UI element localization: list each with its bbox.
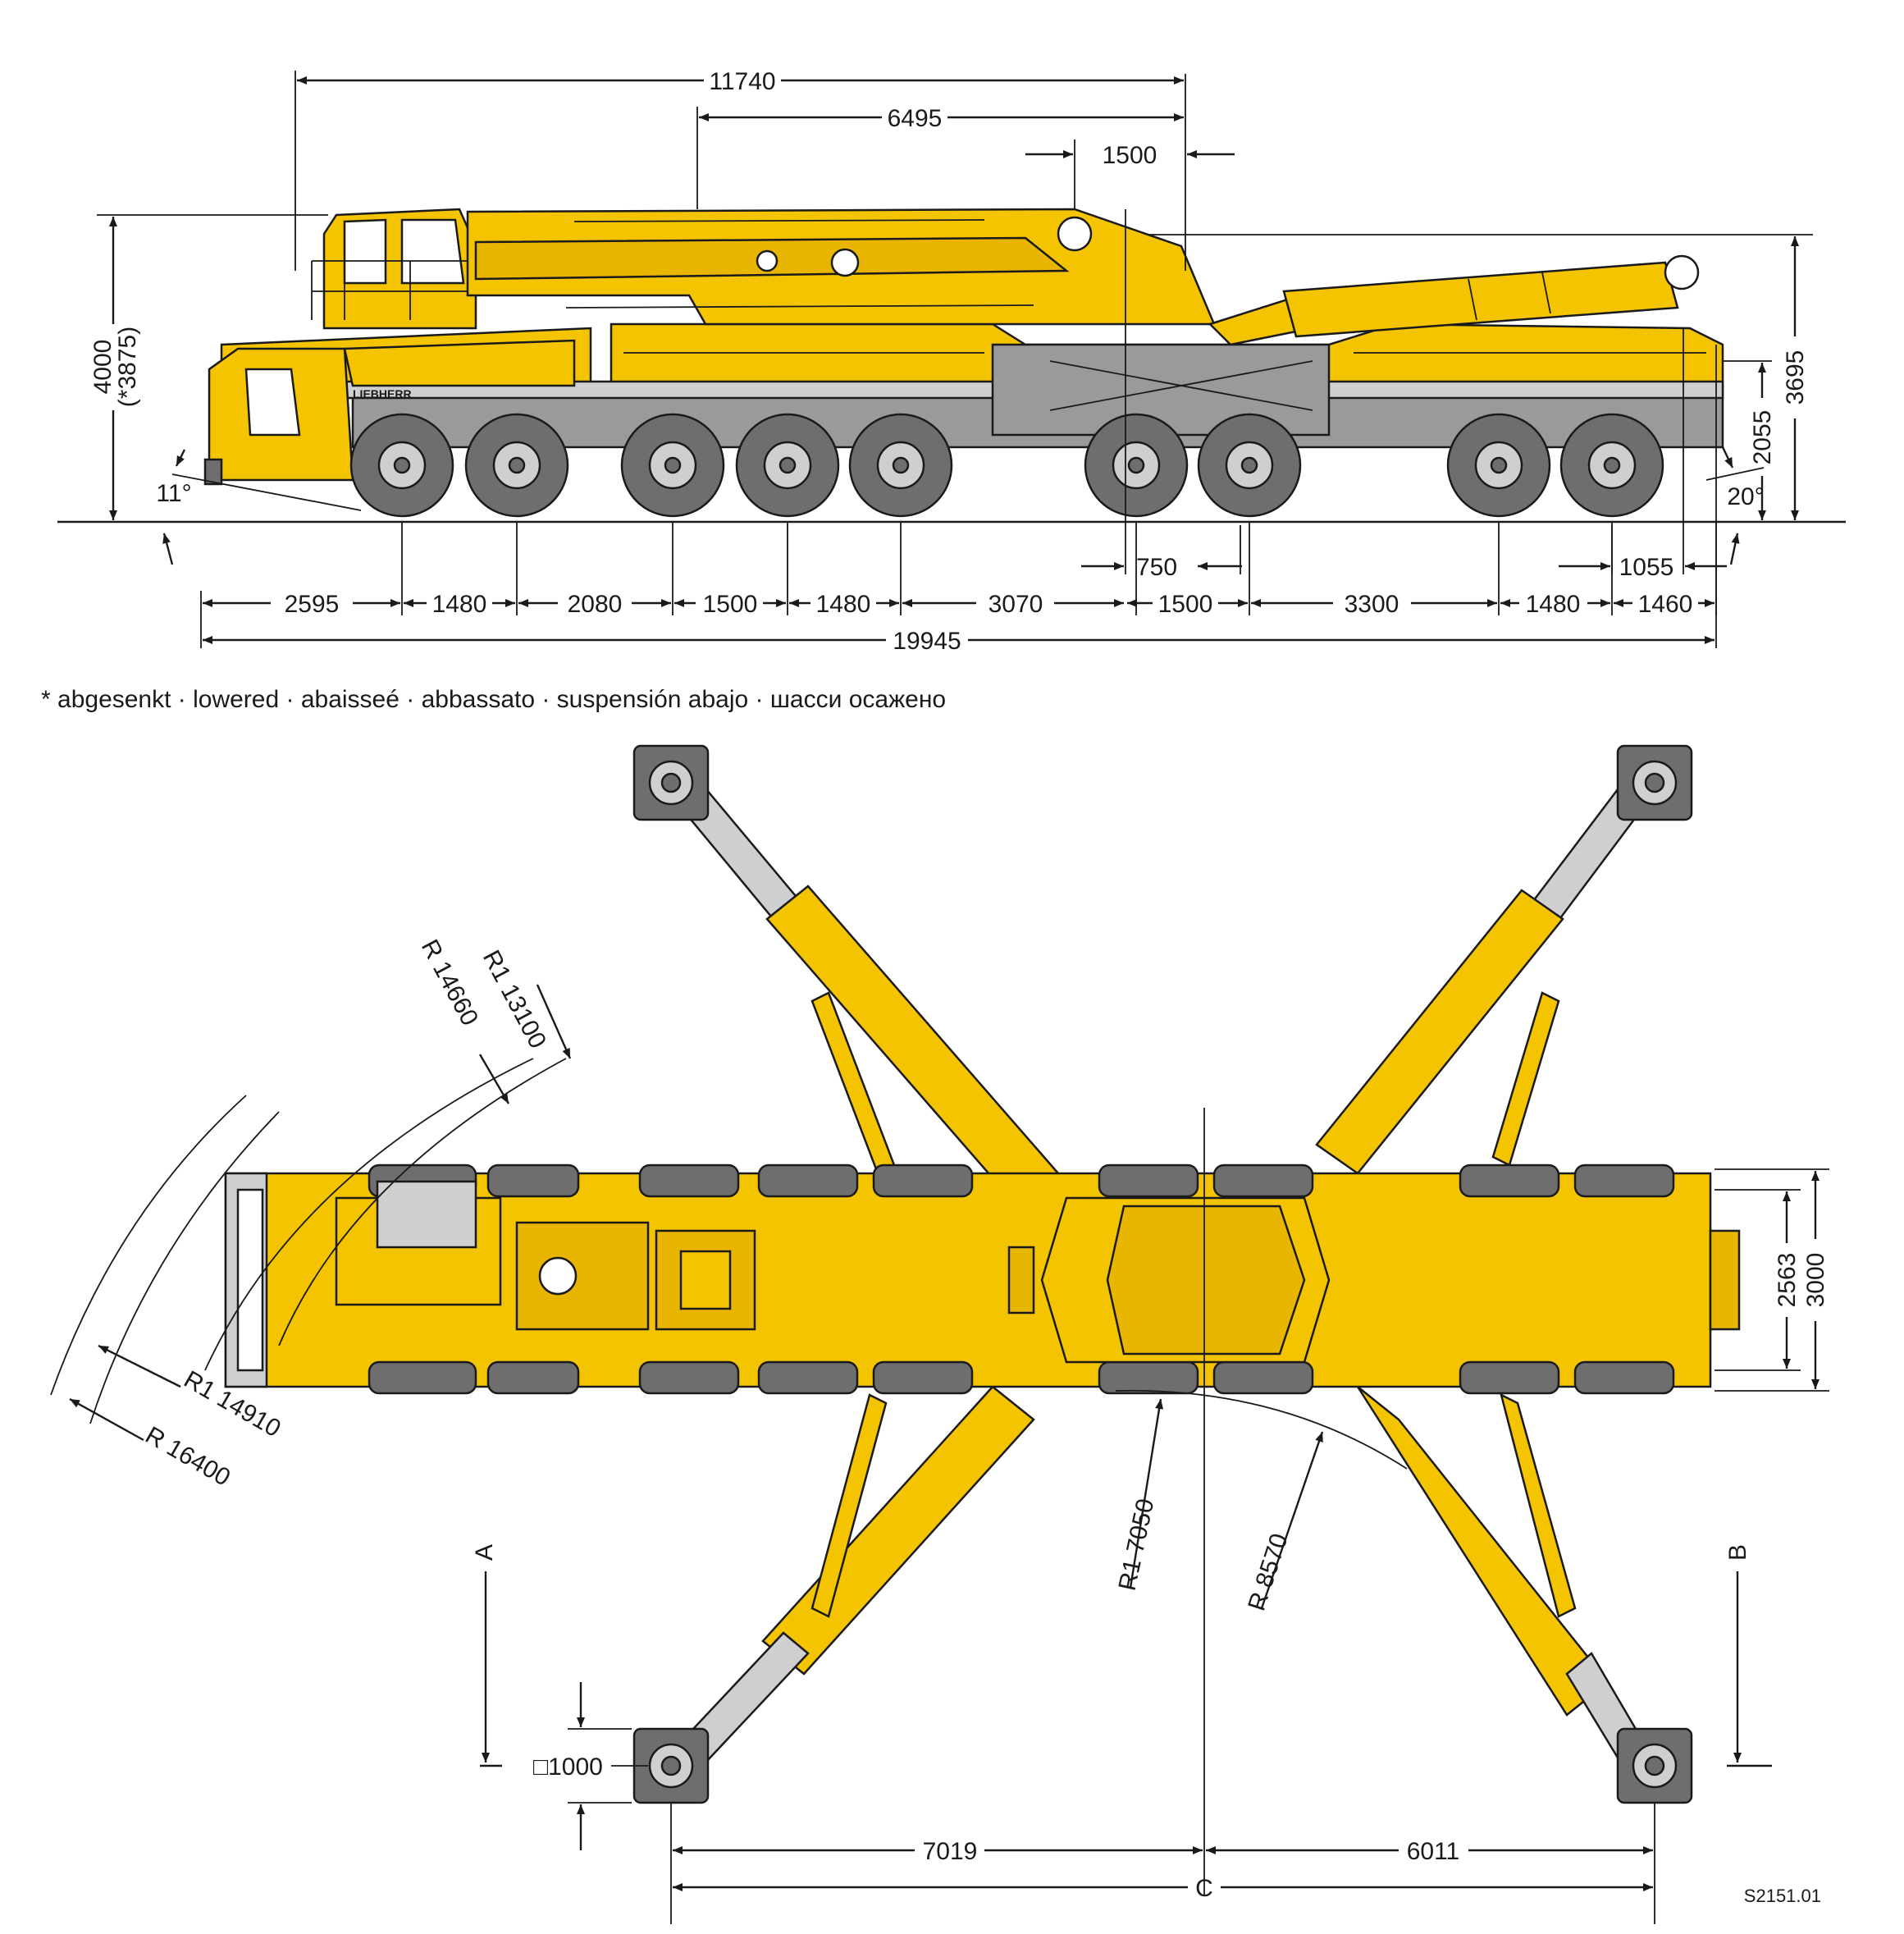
departure-angle-label: 20° bbox=[1727, 483, 1764, 510]
section-label-b: B bbox=[1724, 1544, 1751, 1561]
dim-label: 1055 bbox=[1619, 554, 1674, 581]
dim-span-7019: 7019 bbox=[673, 1838, 1203, 1865]
outrigger-rear-right bbox=[1356, 1386, 1663, 1790]
radius-label-r-8570: R 8570 bbox=[1243, 1530, 1293, 1614]
axle-dim-label: 3070 bbox=[989, 591, 1043, 618]
dim-label: 3695 bbox=[1782, 350, 1809, 405]
telescopic-boom bbox=[466, 208, 1314, 346]
top-view: R1 13100 R 14660 R1 14910 R 16400 R1 705… bbox=[50, 744, 1829, 1924]
axle-dim-label: 1500 bbox=[703, 591, 758, 618]
dim-width-3000: 3000 bbox=[1802, 1171, 1829, 1389]
dim-height-2055: 2055 bbox=[1723, 360, 1776, 520]
driver-cab: LIEBHERR bbox=[203, 339, 576, 486]
dim-label: 6495 bbox=[888, 105, 943, 132]
section-marker-a: A bbox=[471, 1544, 502, 1767]
side-view: LIEBHERR bbox=[57, 68, 1846, 655]
axle-dim-label: 1480 bbox=[1526, 591, 1581, 618]
dim-pad-size: □1000 bbox=[533, 1682, 648, 1850]
axle-dim-label: 2080 bbox=[568, 591, 623, 618]
wheel bbox=[1446, 413, 1551, 518]
wheel bbox=[1559, 413, 1664, 518]
wheel bbox=[1197, 413, 1302, 518]
dim-label-lowered: (*3875) bbox=[114, 327, 141, 407]
dim-1055: 1055 bbox=[1559, 554, 1727, 581]
dim-height-4000: 4000 (*3875) bbox=[89, 214, 328, 520]
dim-width-2563: 2563 bbox=[1774, 1191, 1801, 1369]
dim-1500-top: 1500 bbox=[1025, 142, 1235, 169]
dim-overall-length: 19945 bbox=[203, 628, 1715, 655]
dim-750: 750 bbox=[1081, 554, 1242, 581]
wheel bbox=[620, 413, 725, 518]
dim-label: 2055 bbox=[1749, 410, 1776, 465]
dim-label: 7019 bbox=[923, 1838, 978, 1865]
outrigger-pad bbox=[1616, 744, 1693, 821]
dim-span-6011: 6011 bbox=[1206, 1838, 1653, 1865]
dim-label: 750 bbox=[1136, 554, 1177, 581]
dim-label: 19945 bbox=[893, 628, 961, 655]
outrigger-pad bbox=[632, 744, 710, 821]
span-label-c: C bbox=[1195, 1875, 1213, 1902]
axle-dim-label: 2595 bbox=[285, 591, 340, 618]
radius-label-r-14660: R 14660 bbox=[416, 935, 483, 1031]
axle-dim-label: 1500 bbox=[1158, 591, 1213, 618]
radius-label-r-16400: R 16400 bbox=[141, 1421, 235, 1491]
dim-11740: 11740 bbox=[297, 68, 1184, 95]
drawing-code: S2151.01 bbox=[1744, 1886, 1821, 1906]
dim-6495: 6495 bbox=[699, 105, 1184, 132]
axle-dim-label: 1460 bbox=[1638, 591, 1693, 618]
wheel bbox=[1084, 413, 1189, 518]
dim-label: □1000 bbox=[533, 1753, 603, 1781]
wheel bbox=[464, 413, 569, 518]
section-label-a: A bbox=[471, 1544, 498, 1561]
wheel bbox=[349, 413, 454, 518]
dim-label: 4000 bbox=[89, 340, 116, 395]
dim-label: 11740 bbox=[709, 68, 775, 95]
brand-lettering: LIEBHERR bbox=[353, 387, 412, 400]
dim-label: 3000 bbox=[1802, 1253, 1829, 1308]
section-marker-b: B bbox=[1724, 1544, 1772, 1767]
outrigger-front-right bbox=[1315, 757, 1667, 1175]
outrigger-front-left bbox=[655, 757, 1060, 1208]
dim-label: 6011 bbox=[1407, 1838, 1460, 1865]
axle-dim-label: 1480 bbox=[816, 591, 871, 618]
wheel bbox=[848, 413, 953, 518]
superstructure-top bbox=[335, 1180, 1331, 1364]
wheels bbox=[349, 413, 1664, 518]
wheel bbox=[735, 413, 840, 518]
tyres-lower bbox=[368, 1360, 1675, 1395]
approach-angle-label: 11° bbox=[156, 480, 191, 507]
footnote: * abgesenkt · lowered · abaisseé · abbas… bbox=[41, 686, 946, 713]
outrigger-rear-left bbox=[655, 1385, 1035, 1790]
radius-label-r1-7050: R1 7050 bbox=[1114, 1497, 1160, 1593]
boom-luffing-cylinder bbox=[1282, 254, 1700, 338]
dim-height-3695: 3695 bbox=[1148, 234, 1813, 520]
outrigger-pad bbox=[632, 1727, 710, 1804]
crane-cab bbox=[311, 208, 477, 330]
axle-dim-label: 3300 bbox=[1345, 591, 1399, 618]
axle-spacing-chain: 2595 1480 2080 1500 1480 3070 1500 3300 bbox=[203, 591, 1715, 618]
tyres-upper bbox=[368, 1164, 1675, 1198]
axle-dim-label: 1480 bbox=[432, 591, 487, 618]
dim-span-c: C bbox=[673, 1875, 1653, 1902]
dim-label: 1500 bbox=[1103, 142, 1157, 169]
dim-label: 2563 bbox=[1774, 1253, 1801, 1308]
radius-label-r1-13100: R1 13100 bbox=[477, 946, 551, 1053]
outrigger-pad bbox=[1616, 1727, 1693, 1804]
